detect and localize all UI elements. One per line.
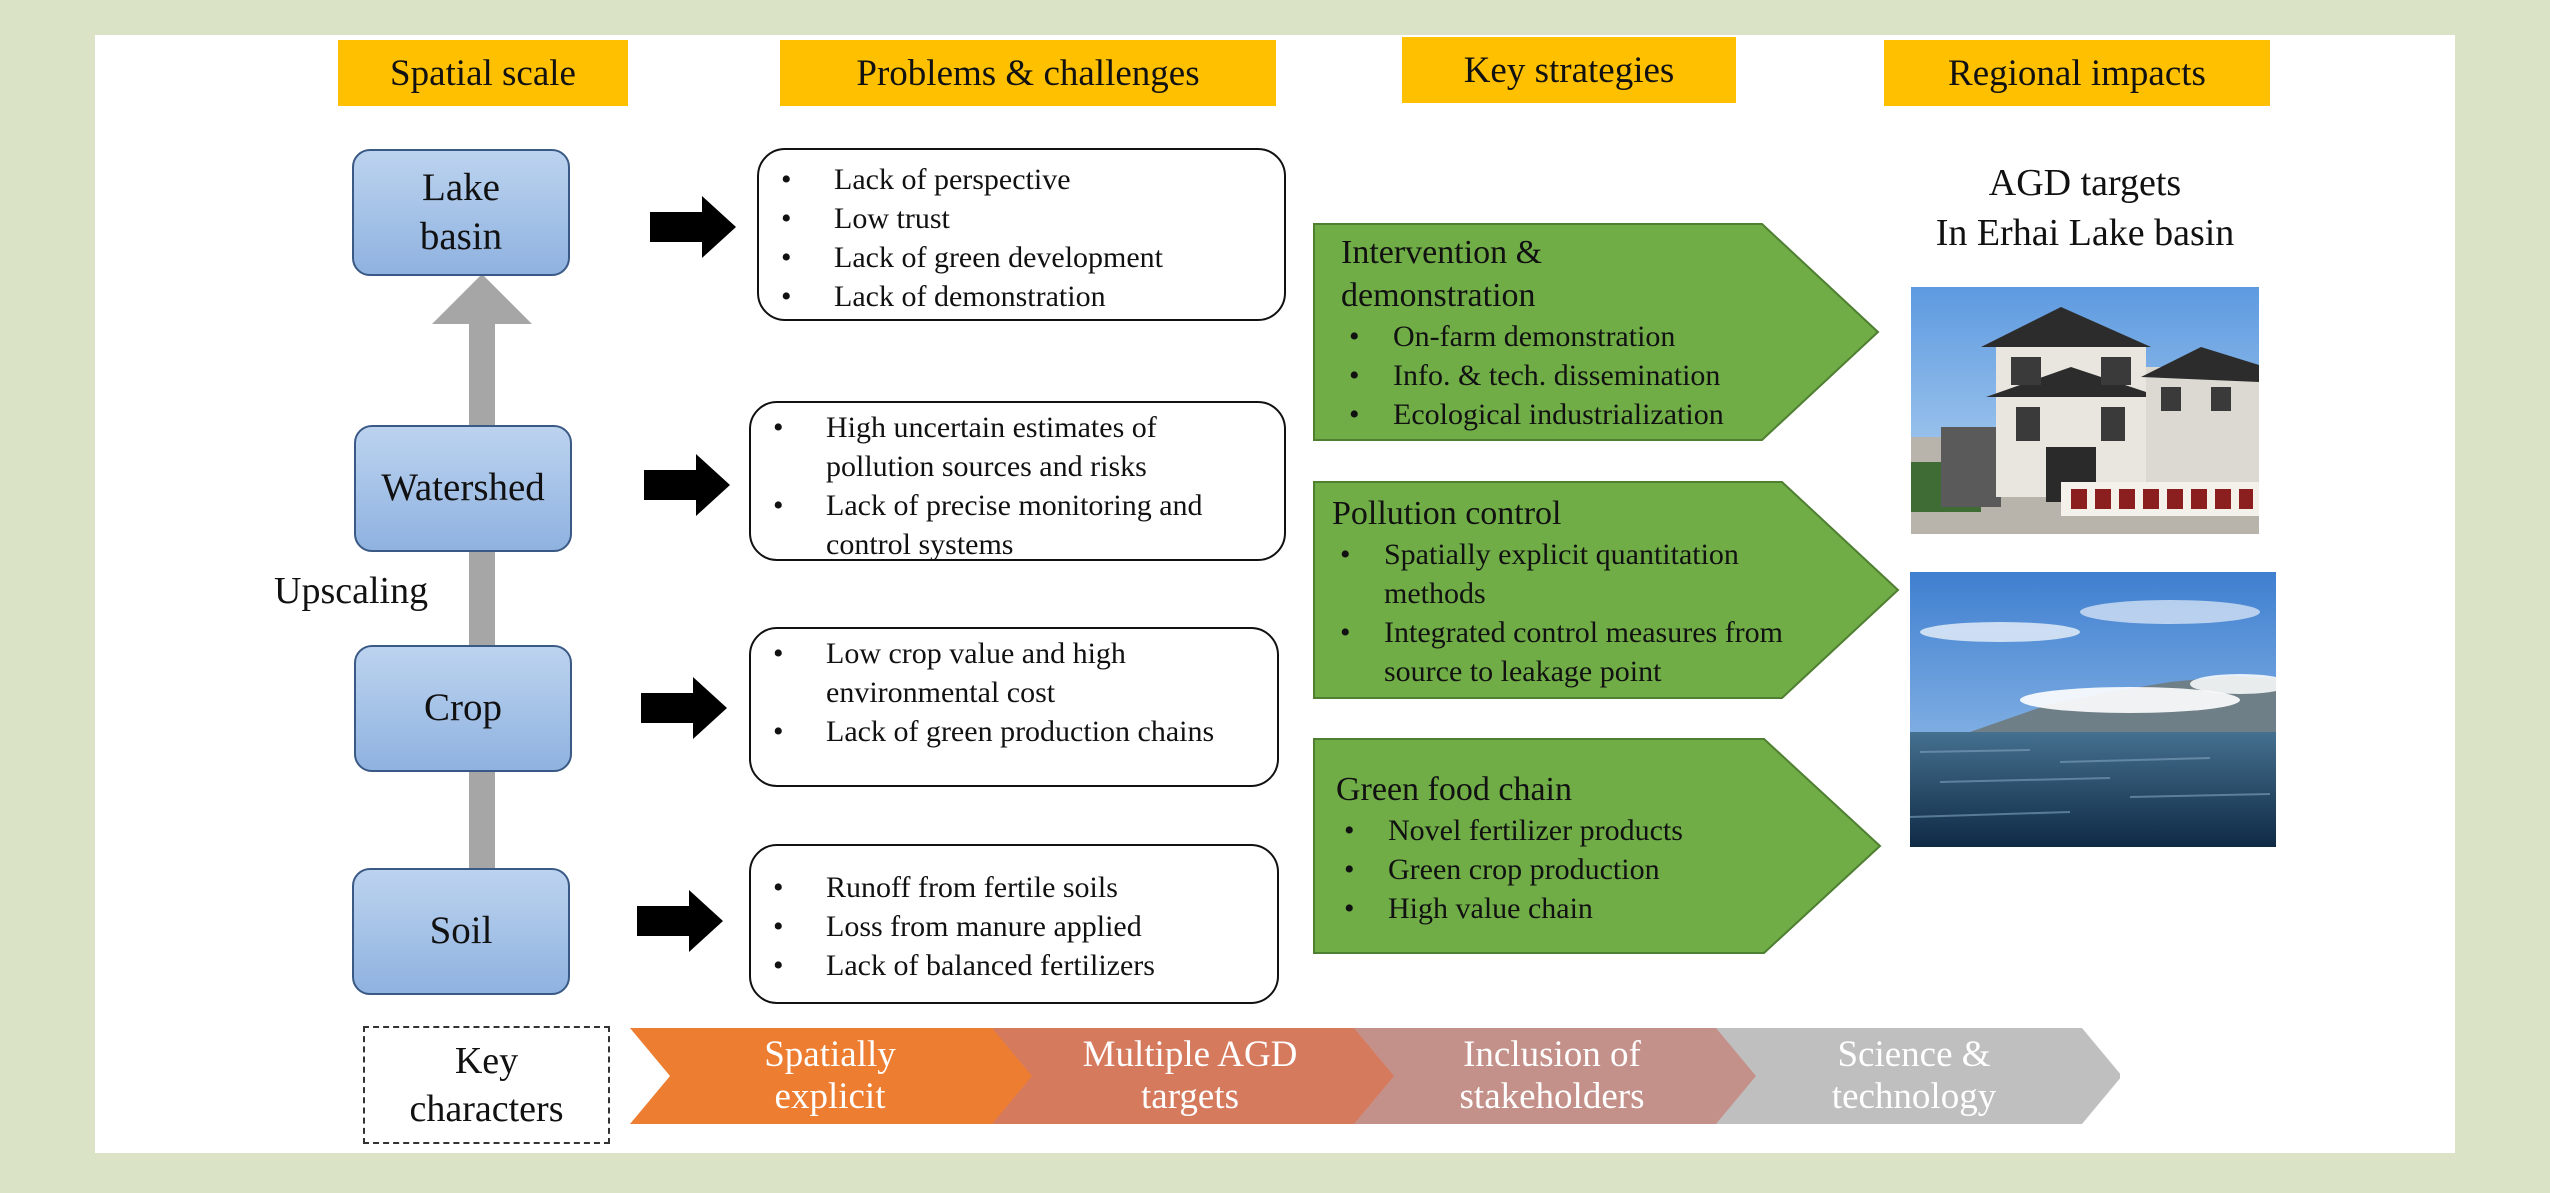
up-arrow-icon [432,274,532,324]
list-item: Green crop production [1336,850,1776,889]
header-problems: Problems & challenges [780,40,1276,106]
list-item: Lack of demonstration [759,277,1274,316]
header-strategies: Key strategies [1402,37,1736,103]
list-item: Spatially explicit quantitation methods [1332,535,1792,613]
right-arrow-icon [644,454,730,516]
right-arrow-icon [641,677,727,739]
right-arrow-icon [637,890,723,952]
list-item: Lack of balanced fertilizers [751,946,1267,985]
key-chevrons [630,1028,2120,1124]
strategy-green-food: Green food chain Novel fertilizer produc… [1336,768,1776,928]
scale-label-crop: Crop [424,686,502,730]
scale-box-watershed: Watershed [354,425,572,552]
list-item: Ecological industrialization [1341,395,1781,434]
upscaling-label: Upscaling [274,570,429,612]
right-arrow-icon [650,196,736,258]
scale-box-lake-basin: Lake basin [352,149,570,276]
building-photo [1911,287,2259,534]
list-item: Novel fertilizer products [1336,811,1776,850]
scale-label-watershed: Watershed [381,466,545,510]
chevron-inclusion [1354,1028,1760,1124]
chevron-label-multiple-agd: Multiple AGD targets [1082,1034,1298,1117]
list-item: Runoff from fertile soils [751,868,1267,907]
lake-photo [1910,572,2276,847]
scale-label-lake-basin: Lake basin [419,165,503,258]
header-impacts: Regional impacts [1884,40,2270,106]
scale-box-crop: Crop [354,645,572,772]
chevron-label-science: Science & technology [1831,1034,1997,1117]
problem-box-soil: Runoff from fertile soils Loss from manu… [749,844,1279,1004]
strategy-title: Green food chain [1336,771,1573,808]
list-item: Lack of green development [759,238,1274,277]
problem-box-watershed: High uncertain estimates of pollution so… [749,401,1286,561]
list-item: High uncertain estimates of pollution so… [751,408,1234,486]
header-spatial-scale: Spatial scale [338,40,628,106]
list-item: Low crop value and high environmental co… [751,634,1237,712]
chevron-spatially-explicit [630,1028,1036,1124]
list-item: Lack of green production chains [751,712,1237,751]
list-item: Integrated control measures from source … [1332,613,1792,691]
key-characters-box: Key characters [363,1026,610,1144]
scale-label-soil: Soil [429,909,493,953]
list-item: Loss from manure applied [751,907,1267,946]
list-item: Lack of precise monitoring and control s… [751,486,1234,564]
upscaling-arrow-shaft [469,320,495,880]
strategy-title: Intervention & demonstration [1341,234,1543,314]
agd-targets-title: AGD targets In Erhai Lake basin [1935,162,2235,254]
problem-box-crop: Low crop value and high environmental co… [749,627,1279,787]
list-item: Info. & tech. dissemination [1341,356,1781,395]
chevron-label-inclusion: Inclusion of stakeholders [1459,1034,1645,1117]
list-item: High value chain [1336,889,1776,928]
list-item: Lack of perspective [759,160,1274,199]
strategy-intervention: Intervention & demonstration On-farm dem… [1341,231,1781,434]
key-characters-label: Key characters [409,1040,564,1130]
problem-box-lake-basin: Lack of perspective Low trust Lack of gr… [757,148,1286,321]
list-item: On-farm demonstration [1341,317,1781,356]
chevron-science [1716,1028,2120,1124]
list-item: Low trust [759,199,1274,238]
chevron-label-spatially-explicit: Spatially explicit [764,1034,896,1117]
scale-box-soil: Soil [352,868,570,995]
strategy-title: Pollution control [1332,495,1562,532]
strategy-pollution: Pollution control Spatially explicit qua… [1332,492,1792,691]
chevron-multiple-agd [992,1028,1398,1124]
